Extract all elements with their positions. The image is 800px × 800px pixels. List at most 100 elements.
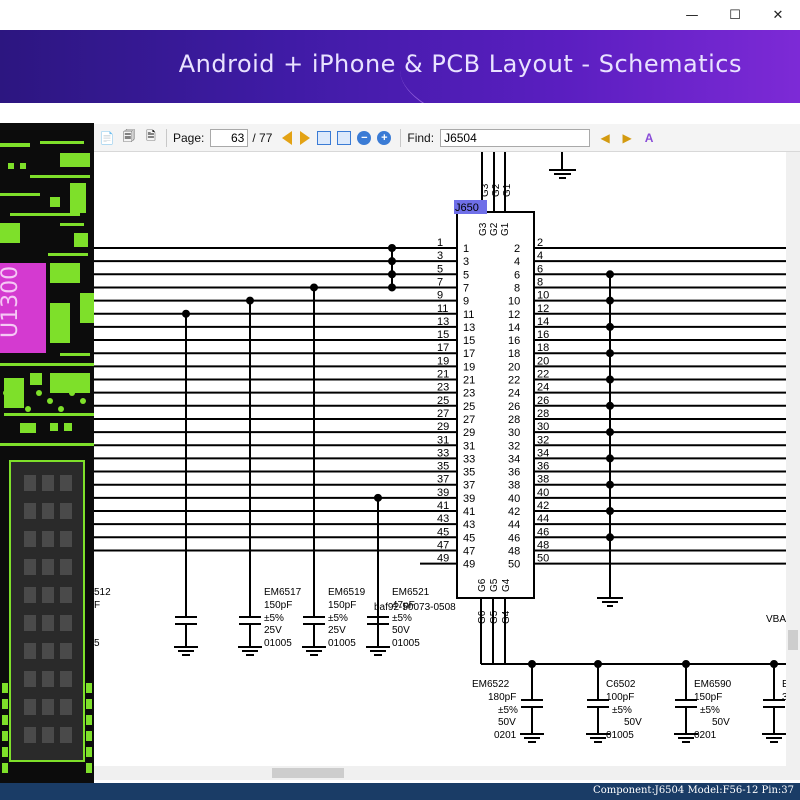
connector-pin-right: 16: [508, 335, 520, 347]
net-label-right: 6: [537, 263, 543, 275]
connector-pin-right: 8: [514, 282, 520, 294]
minimize-button[interactable]: —: [685, 7, 699, 23]
capacitor-voltage: 25V: [328, 625, 346, 636]
connector-pin-right: 6: [514, 269, 520, 281]
horizontal-scroll-thumb[interactable]: [272, 768, 344, 778]
capacitor-package: 01005: [264, 638, 292, 649]
connector-pin-left: 13: [463, 322, 475, 334]
net-label-right: 44: [537, 513, 549, 525]
net-label-left: 17: [437, 342, 449, 354]
net-label-left: 23: [437, 382, 449, 394]
capacitor-ref: C6502: [606, 679, 636, 690]
connector-pin-right: 34: [508, 453, 520, 465]
connector-j6504-body[interactable]: [456, 211, 535, 599]
net-label-left: 29: [437, 421, 449, 433]
connector-top-pin-label: G1: [500, 222, 511, 236]
connector-pin-right: 22: [508, 375, 520, 387]
net-label-right: 10: [537, 290, 549, 302]
net-label-right: 32: [537, 434, 549, 446]
connector-ref-label: J650: [455, 202, 479, 214]
connector-pin-right: 20: [508, 361, 520, 373]
connector-pin-right: 46: [508, 532, 520, 544]
toolbar-separator: [166, 128, 167, 147]
part-number-label: baf92-50073-0508: [374, 602, 456, 613]
net-label-left: 13: [437, 316, 449, 328]
net-label-left: 27: [437, 408, 449, 420]
connector-pin-right: 30: [508, 427, 520, 439]
capacitor-ref: EM6519: [328, 587, 366, 598]
copy-image-icon[interactable]: 🗐: [123, 129, 135, 143]
capacitor-value: 47pF: [392, 600, 415, 611]
capacitor-ref: EM6517: [264, 587, 302, 598]
find-input[interactable]: [440, 128, 591, 147]
find-prev-icon[interactable]: ◀: [600, 130, 610, 145]
connector-pin-left: 19: [463, 361, 475, 373]
net-label-right: 14: [537, 316, 549, 328]
net-label-right: 42: [537, 500, 549, 512]
pcb-board-graphic: U1300: [0, 123, 94, 783]
capacitor-package: 01005: [328, 638, 356, 649]
net-label-left: 43: [437, 513, 449, 525]
connector-top-pin-label: G2: [489, 222, 500, 236]
net-label-right: 28: [537, 408, 549, 420]
status-bar: Component:J6504 Model:F56-12 Pin:37: [0, 783, 800, 800]
connector-pin-right: 36: [508, 467, 520, 479]
fit-page-icon[interactable]: [337, 130, 352, 145]
vertical-scroll-thumb[interactable]: [788, 630, 798, 650]
connector-top-net-label: G2: [491, 183, 502, 197]
copy-text-icon[interactable]: 🗎: [146, 129, 156, 143]
connector-top-pin-label: G3: [478, 222, 489, 236]
connector-pin-left: 1: [463, 243, 469, 255]
vertical-scrollbar[interactable]: [786, 152, 800, 780]
horizontal-scrollbar[interactable]: [94, 766, 786, 780]
connector-pin-left: 9: [463, 296, 469, 308]
connector-bottom-pin-label: G6: [477, 578, 488, 592]
net-label-right: 16: [537, 329, 549, 341]
net-label-right: 38: [537, 474, 549, 486]
connector-pin-right: 42: [508, 506, 520, 518]
net-label-left: 41: [437, 500, 449, 512]
capacitor-voltage: 25V: [264, 625, 282, 636]
net-label-left: 21: [437, 369, 449, 381]
vbat-label: VBA: [766, 614, 786, 625]
prev-page-icon[interactable]: [282, 130, 293, 145]
capacitor-ref: E: [782, 679, 789, 690]
pcb-chip-u1300[interactable]: [0, 263, 46, 353]
capacitor-package: 0201: [494, 730, 517, 741]
net-label-left: 3: [437, 250, 443, 262]
net-label-right: 48: [537, 539, 549, 551]
next-page-icon[interactable]: [300, 130, 311, 145]
find-next-icon[interactable]: ▶: [622, 130, 632, 145]
pcb-header-spacer: [0, 103, 800, 123]
connector-pin-left: 21: [463, 375, 475, 387]
capacitor-package: 01005: [606, 730, 634, 741]
net-label-right: 22: [537, 369, 549, 381]
connector-pin-right: 40: [508, 493, 520, 505]
pcb-layout-view[interactable]: U1300: [0, 123, 94, 783]
fit-width-icon[interactable]: [317, 130, 332, 145]
connector-pin-left: 45: [463, 532, 475, 544]
close-button[interactable]: ✕: [772, 7, 784, 23]
net-label-left: 33: [437, 447, 449, 459]
capacitor-value: 100pF: [606, 692, 634, 703]
connector-bottom-net-label: G6: [477, 610, 488, 624]
zoom-out-icon[interactable]: −: [357, 130, 372, 145]
copy-icon[interactable]: 📄: [99, 130, 115, 145]
connector-pin-right: 24: [508, 388, 520, 400]
maximize-button[interactable]: ☐: [729, 7, 741, 23]
banner-title: Android + iPhone & PCB Layout - Schemati…: [178, 50, 742, 78]
net-label-right: 30: [537, 421, 549, 433]
highlight-icon[interactable]: A: [644, 130, 654, 145]
connector-pin-right: 2: [514, 243, 520, 255]
net-label-right: 8: [537, 276, 543, 288]
connector-pin-left: 25: [463, 401, 475, 413]
connector-pin-right: 32: [508, 440, 520, 452]
zoom-in-icon[interactable]: +: [377, 130, 392, 145]
connector-pin-left: 35: [463, 467, 475, 479]
find-label: Find:: [407, 130, 435, 145]
page-number-input[interactable]: [210, 128, 249, 147]
connector-pin-left: 31: [463, 440, 475, 452]
chip-label: U1300: [0, 266, 23, 338]
capacitor-value: F: [94, 600, 100, 611]
